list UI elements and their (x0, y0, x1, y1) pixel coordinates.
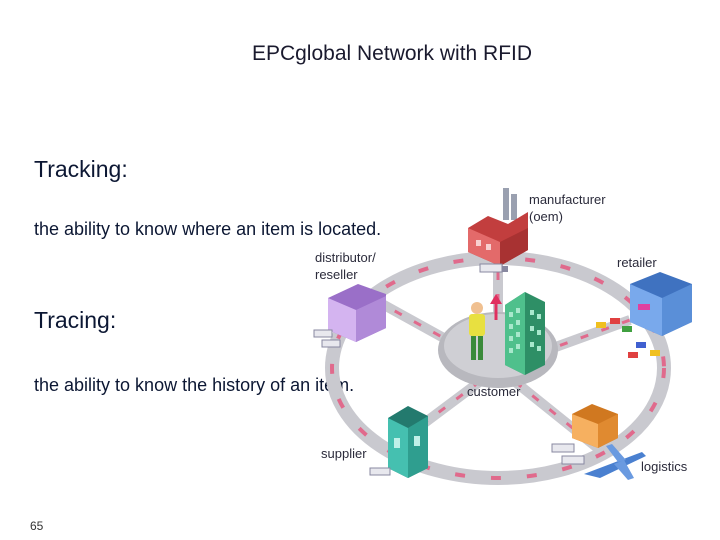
warehouse-icon (313, 284, 386, 348)
office-building-icon (505, 292, 545, 375)
page-number: 65 (30, 519, 44, 533)
store-icon (630, 272, 692, 336)
logistics-label: logistics (641, 459, 688, 474)
warehouse-boxes-icon (551, 404, 618, 465)
truck-icon (479, 263, 508, 273)
epc-network-diagram: manufacturer (oem) distributor/ reseller… (313, 188, 692, 485)
supplier-building-icon (369, 406, 428, 478)
cars-icon (596, 318, 660, 358)
tracing-heading: Tracing: (34, 307, 117, 333)
supplier-label: supplier (321, 446, 367, 461)
up-arrow-icon (490, 294, 502, 320)
tracing-description: the ability to know the history of an it… (34, 375, 355, 395)
tracking-description: the ability to know where an item is loc… (34, 219, 382, 239)
slide-title: EPCglobal Network with RFID (251, 42, 533, 65)
manufacturer-label: manufacturer (529, 192, 606, 207)
manufacturer-sub-label: (oem) (529, 209, 563, 224)
airplane-icon (584, 444, 646, 480)
customer-label: customer (467, 384, 521, 399)
retailer-label: retailer (617, 255, 657, 270)
reseller-label: reseller (315, 267, 358, 282)
factory-icon (468, 188, 528, 266)
tracking-heading: Tracking: (34, 156, 128, 182)
distributor-label: distributor/ (315, 250, 376, 265)
person-icon (469, 302, 485, 360)
